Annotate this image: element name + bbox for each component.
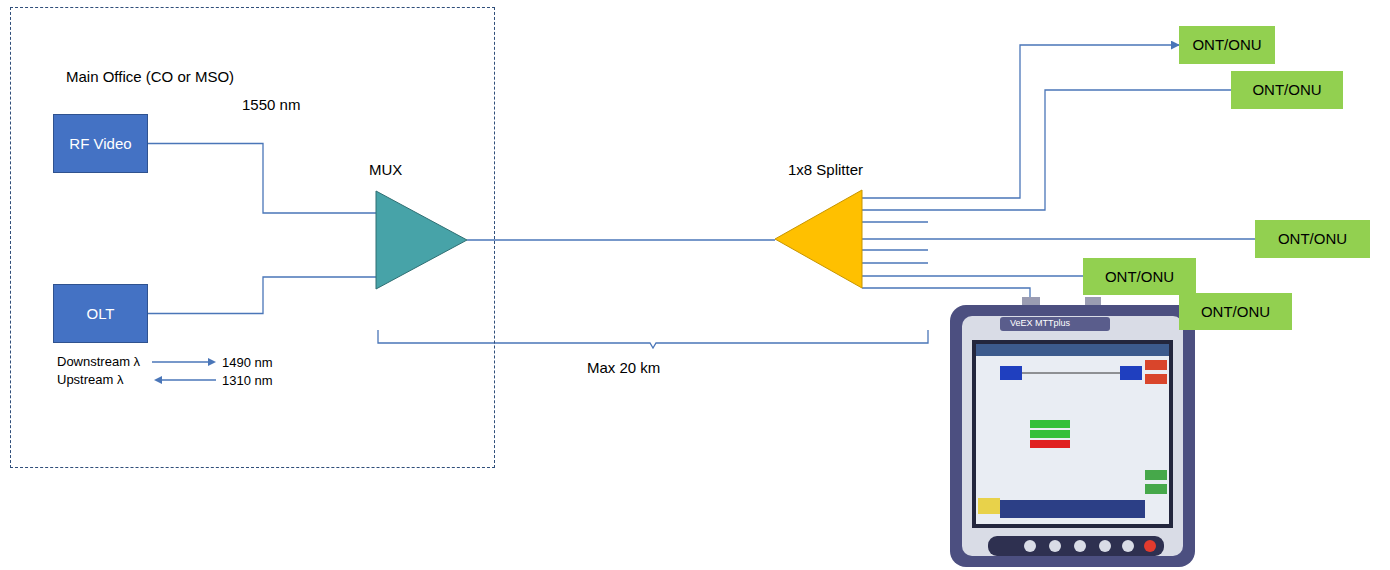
distance-bracket — [378, 330, 928, 348]
meter-key — [1049, 540, 1061, 552]
ont-box: ONT/ONU — [1179, 293, 1292, 330]
edge-label: 1550 nm — [240, 96, 302, 113]
ont-box: ONT/ONU — [1179, 26, 1275, 64]
meter-key — [1024, 540, 1036, 552]
fiber-connector — [862, 275, 1083, 276]
equipment-box: OLT — [53, 284, 148, 343]
triangle-shape — [376, 191, 467, 289]
node-label: ONT/ONU — [1252, 81, 1321, 99]
triangle-outline — [775, 190, 862, 288]
fiber-stub — [862, 249, 928, 250]
arrow-head — [208, 358, 216, 366]
equipment-box: RF Video — [53, 114, 148, 173]
node-label: 1x8 Splitter — [788, 161, 863, 179]
fiber-connector — [148, 144, 376, 214]
node-label: MUX — [369, 161, 402, 179]
upstream-arrow — [160, 379, 216, 380]
meter-screen-frame — [972, 340, 1173, 528]
node-label: Main Office (CO or MSO) — [66, 68, 234, 86]
ont-box: ONT/ONU — [1255, 220, 1370, 258]
screen-button — [1145, 374, 1167, 384]
screen-block — [1120, 366, 1142, 380]
node-label: ONT/ONU — [1192, 36, 1261, 54]
triangle-outline — [376, 191, 467, 289]
meter-key — [1074, 540, 1086, 552]
fiber-connector — [467, 239, 775, 240]
meter-key — [1099, 540, 1111, 552]
screen-bar — [1030, 420, 1070, 428]
screen-button — [1145, 484, 1167, 494]
node-label: ONT/ONU — [1105, 268, 1174, 286]
node-label: ONT/ONU — [1201, 303, 1270, 321]
screen-line — [1022, 373, 1120, 374]
fiber-connector — [148, 277, 376, 314]
meter-keypad — [988, 536, 1164, 556]
office-region: Main Office (CO or MSO) RF VideoOLT MUX — [10, 7, 495, 468]
node-label: RF Video — [69, 135, 131, 153]
node-label: ONT/ONU — [1278, 230, 1347, 248]
distance-label: Max 20 km — [587, 359, 660, 376]
mux-triangle: MUX — [376, 191, 467, 289]
meter-key — [1122, 540, 1134, 552]
screen-bar — [1030, 440, 1070, 448]
meter-screen — [976, 344, 1169, 524]
device-brand: VeEX MTTplus — [1010, 318, 1070, 328]
fiber-stub — [862, 262, 928, 263]
meter-bezel — [962, 316, 1183, 556]
fiber-connector — [862, 90, 1231, 210]
screen-block — [1000, 366, 1022, 380]
screen-button — [1145, 470, 1167, 480]
node-label: OLT — [86, 305, 114, 323]
wavelength-label: Upstream λ — [57, 372, 123, 387]
splitter-triangle: 1x8 Splitter — [775, 190, 862, 288]
downstream-arrow — [152, 361, 210, 362]
arrow-head — [154, 376, 162, 384]
fiber-stub — [862, 221, 928, 222]
screen-header — [976, 344, 1169, 356]
screen-bar — [1030, 430, 1070, 438]
triangle-shape — [775, 190, 862, 288]
meter-badge — [1000, 317, 1110, 331]
power-key — [1144, 540, 1156, 552]
meter-body — [950, 305, 1195, 567]
fiber-connector — [862, 238, 1255, 239]
wavelength-label: 1490 nm — [222, 355, 273, 370]
screen-button — [1145, 360, 1167, 370]
wavelength-label: Downstream λ — [57, 354, 140, 369]
wavelength-arrows — [152, 358, 216, 384]
meter-illustration — [950, 297, 1195, 567]
fiber-connector — [862, 45, 1179, 198]
screen-status — [1000, 500, 1145, 518]
ont-box: ONT/ONU — [1083, 258, 1196, 295]
wavelength-label: 1310 nm — [222, 373, 273, 388]
ont-box: ONT/ONU — [1231, 71, 1343, 109]
screen-button — [978, 498, 1000, 514]
